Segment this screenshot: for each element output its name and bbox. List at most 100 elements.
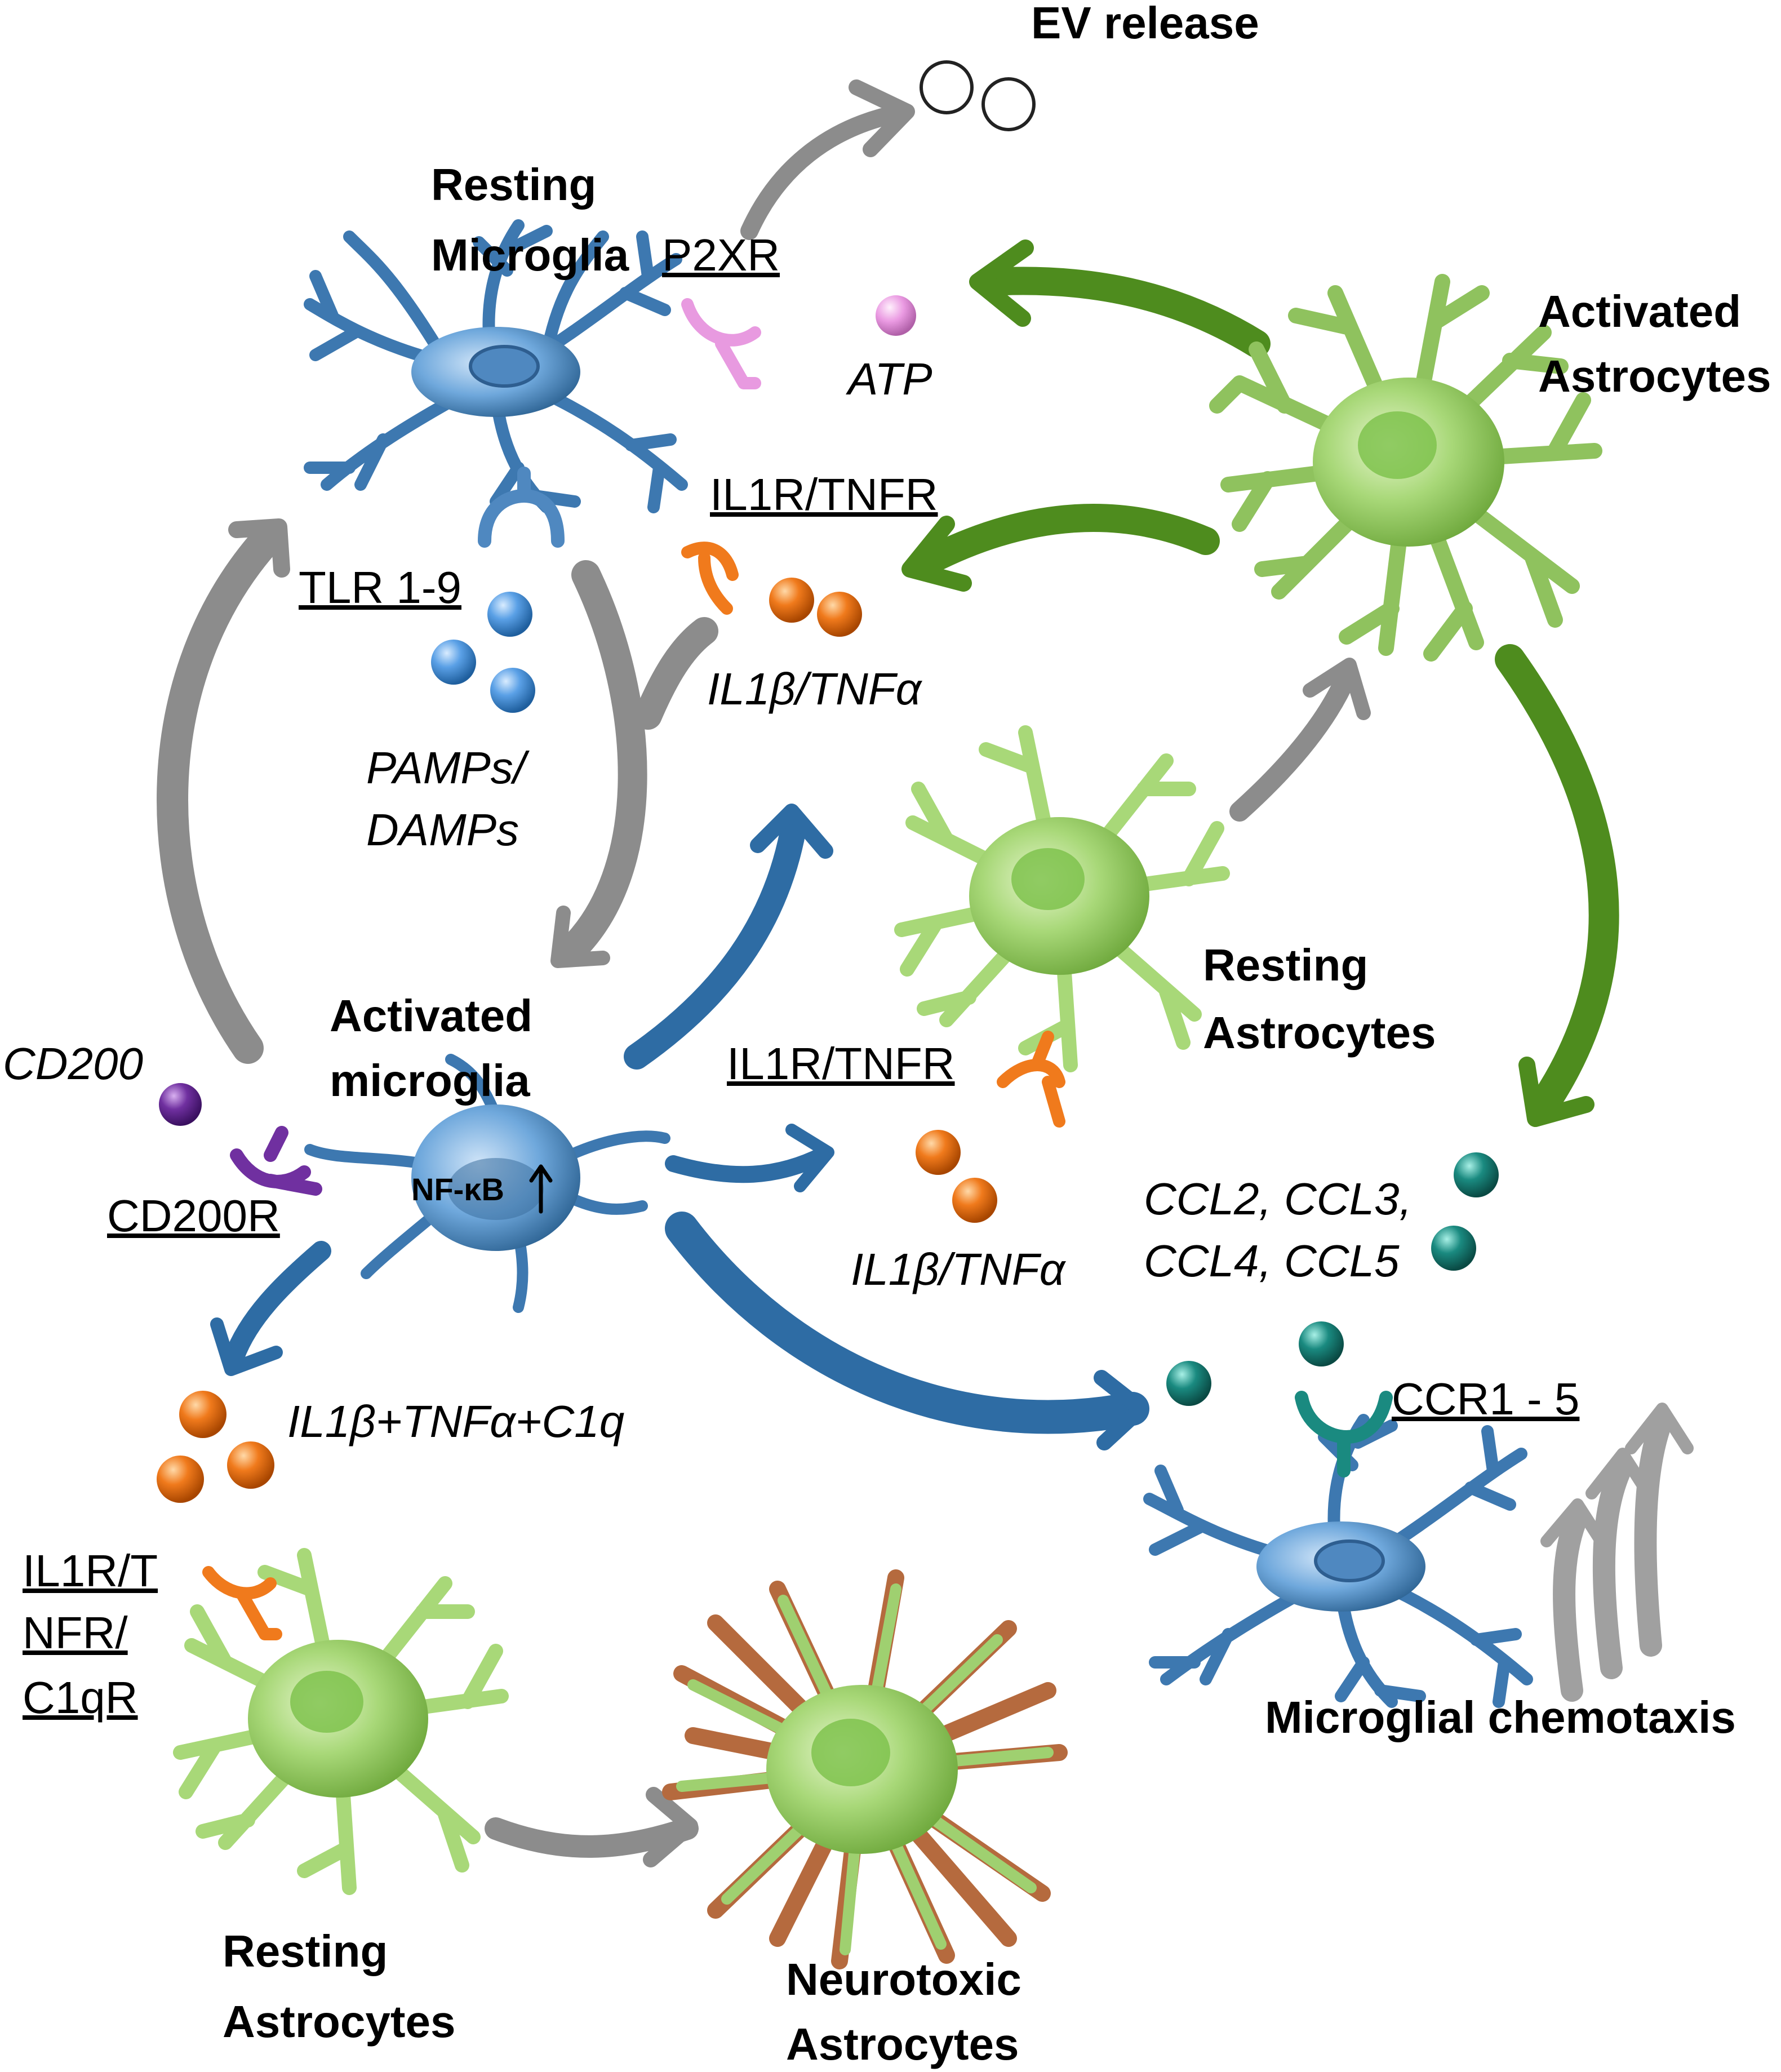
ccl-ball-3 [1299, 1321, 1344, 1366]
ev-vesicle-2 [981, 77, 1036, 131]
il1b-mid-ball-1 [916, 1130, 961, 1175]
arrowhead-to-atp [969, 239, 1034, 327]
arrow-resting-to-neurotoxic [485, 1817, 699, 1858]
chemotaxis-arrow-2 [1592, 1454, 1634, 1679]
arrowhead-to-il1r-top [901, 516, 972, 592]
ccr-receptor-icon [1295, 1391, 1393, 1478]
arrowhead-to-activated-microglia [550, 906, 610, 968]
il1r-c1qr-receptor-icon [202, 1566, 282, 1640]
p2xr-receptor-icon [681, 298, 761, 389]
pamps-damps-molecules [431, 592, 535, 713]
chemotaxis-arrow-1 [1553, 1505, 1589, 1702]
resting-microglia-label-line2: Microglia [431, 230, 629, 280]
resting-astrocyte-mid-nucleus [1011, 848, 1085, 910]
arrow-microglia-to-ccr [665, 1212, 1149, 1434]
il1r-c1qr-label-line1: IL1R/T [23, 1546, 158, 1596]
chemotaxis-arrowhead-3 [1625, 1403, 1694, 1454]
ccl-molecules [1166, 1152, 1499, 1406]
resting-astrocyte-bottom-nucleus [290, 1671, 363, 1733]
il1r-top-receptor-icon [681, 542, 739, 615]
arrowhead-to-ccr [1094, 1370, 1149, 1450]
arrow-microglia-to-il1b-top [624, 810, 807, 1070]
il1b-tnfa-mid-label: IL1β/TNFα [851, 1244, 1067, 1294]
atp-molecule [876, 295, 916, 336]
chemotaxis-microglia-nucleus [1314, 1539, 1385, 1582]
arrow-microglia-to-il1r-mid [665, 1147, 831, 1183]
arrowhead-to-resting-microglia [228, 518, 290, 578]
resting-astrocytes-bottom-label-line1: Resting [223, 1926, 388, 1976]
resting-microglia-label-line1: Resting [431, 159, 596, 210]
tlr-label: TLR 1-9 [299, 562, 461, 613]
il1r-tnfr-mid-label: IL1R/TNFR [727, 1039, 955, 1089]
activated-astrocytes-label-line1: Activated [1538, 286, 1741, 336]
il1b-tnfa-top-label: IL1β/TNFα [707, 664, 923, 714]
ccl-label-line2: CCL4, CCL5 [1144, 1236, 1400, 1286]
il1r-c1qr-label-line3: C1qR [23, 1672, 138, 1723]
arrow-p2xr-to-ev [740, 104, 911, 240]
damps-label: DAMPs [366, 805, 519, 855]
activated-microglia-label-line2: microglia [330, 1055, 530, 1106]
p2xr-label: P2XR [662, 230, 780, 280]
chemotaxis-arrow-3 [1634, 1409, 1673, 1657]
arrow-astro-to-ccl [1495, 644, 1619, 1120]
activated-astrocytes-label-line2: Astrocytes [1538, 351, 1771, 401]
il1r-mid-receptor-icon [997, 1031, 1065, 1128]
arrow-astro-to-atp [978, 267, 1271, 358]
arrow-activated-to-resting-microglia [157, 520, 286, 1064]
arrowhead-to-il1r-mid [785, 1124, 834, 1192]
tlr-receptor-icon [478, 467, 565, 548]
neurotoxic-astrocytes-label-line1: Neurotoxic [786, 1954, 1021, 2004]
arrowhead-to-activated-astrocytes [1303, 658, 1371, 720]
nfkb-up-arrow-icon [529, 1164, 553, 1214]
il1b-tnfa-c1q-label: IL1β+TNFα+C1q [287, 1396, 624, 1447]
arrowhead-to-c1q [210, 1317, 283, 1376]
arrow-resting-to-activated-astrocytes [1229, 666, 1357, 822]
arrowhead-to-ccl [1518, 1057, 1595, 1127]
cd200-label: CD200 [3, 1039, 143, 1089]
il1r-c1qr-label-line2: NFR/ [23, 1608, 128, 1658]
c1q-ball-3 [227, 1441, 274, 1489]
nfkb-label: NF-κB [411, 1172, 504, 1207]
ev-vesicles [920, 60, 1036, 131]
arrowhead-to-il1b-top [750, 804, 833, 859]
arrow-tlr-to-activated-microglia [554, 560, 647, 967]
il1b-mid-ball-2 [952, 1178, 997, 1223]
ccl-ball-2 [1431, 1226, 1476, 1271]
c1q-ball-1 [179, 1391, 226, 1438]
resting-microglia-nucleus [469, 345, 540, 388]
resting-astrocytes-mid-label-line1: Resting [1203, 940, 1368, 990]
ccl-ball-4 [1166, 1361, 1211, 1406]
arrow-microglia-to-c1q [224, 1241, 331, 1368]
cd200-molecule [159, 1083, 202, 1126]
ccl-ball-1 [1454, 1152, 1499, 1197]
arrow-astro-to-il1r-top [910, 504, 1220, 578]
pamps-label: PAMPs/ [366, 743, 530, 793]
arrowhead-p2xr-to-ev [849, 79, 915, 157]
activated-microglia-label-line1: Activated [330, 991, 532, 1041]
c1q-ball-2 [157, 1456, 204, 1503]
cd200r-label: CD200R [107, 1191, 280, 1241]
ev-vesicle-1 [920, 60, 974, 114]
resting-astrocytes-bottom-label-line2: Astrocytes [223, 1996, 456, 2047]
pamp-ball-3 [490, 668, 535, 713]
ccl-label-line1: CCL2, CCL3, [1144, 1174, 1412, 1224]
ccr-label: CCR1 - 5 [1392, 1374, 1579, 1424]
microglial-chemotaxis-label: Microglial chemotaxis [1265, 1692, 1736, 1742]
atp-label: ATP [846, 354, 932, 404]
activated-microglia-nucleus [448, 1158, 544, 1220]
neurotoxic-astrocytes-label-line2: Astrocytes [786, 2019, 1019, 2069]
arrows [157, 79, 1694, 1867]
il1b-top-ball-1 [769, 578, 814, 623]
cd200r-receptor-icon [230, 1126, 322, 1196]
il1b-tnfa-top-molecules [769, 578, 862, 637]
activated-astrocyte-nucleus [1358, 411, 1437, 479]
ev-release-label: EV release [1031, 0, 1259, 48]
il1b-top-ball-2 [817, 592, 862, 637]
arrowhead-to-neurotoxic [643, 1787, 698, 1867]
il1b-tnfa-mid-molecules [916, 1130, 997, 1223]
il1b-tnfa-c1q-molecules [157, 1391, 274, 1503]
resting-astrocytes-mid-label-line2: Astrocytes [1203, 1008, 1436, 1058]
pamp-ball-2 [431, 640, 476, 685]
neurotoxic-astrocyte-nucleus [811, 1719, 890, 1786]
